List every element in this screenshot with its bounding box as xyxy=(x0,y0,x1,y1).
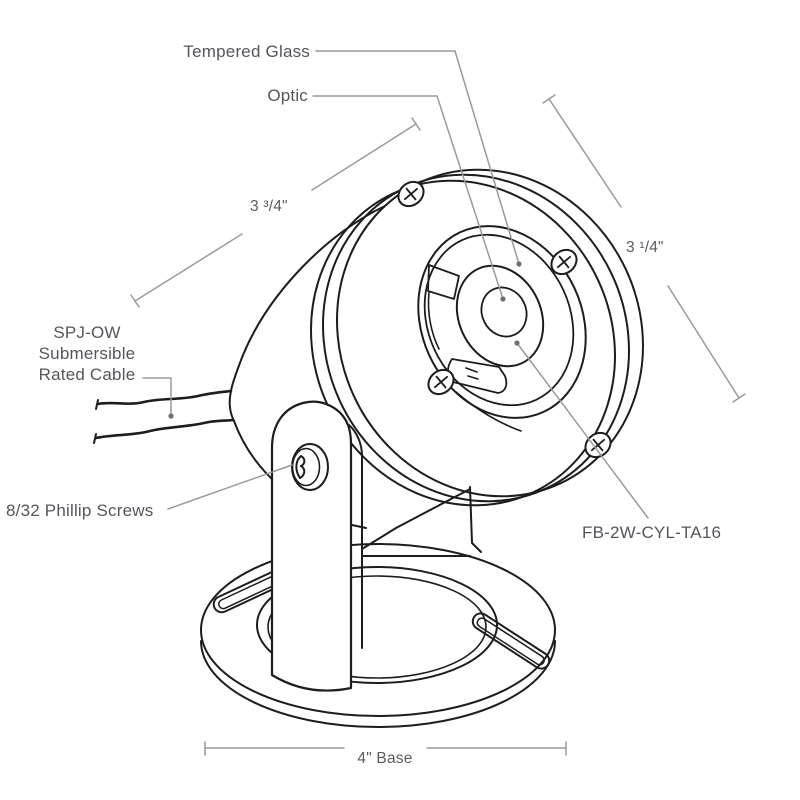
dimension-base-width: 4" Base xyxy=(357,750,413,767)
base-flange xyxy=(200,543,556,728)
phillips-screw-icon xyxy=(550,248,578,276)
label-cable-line2: Submersible xyxy=(38,344,136,363)
clip-marking xyxy=(465,367,479,380)
lamp-clip-upper xyxy=(427,264,460,300)
face-screws xyxy=(397,180,612,459)
glass-opening xyxy=(417,225,587,419)
phillips-slot xyxy=(295,455,306,479)
dimension-lines xyxy=(130,94,746,756)
bracket-thickness-edge xyxy=(348,424,363,649)
tempered-glass-leader xyxy=(315,50,520,265)
phillips-screw-icon xyxy=(427,368,455,396)
optic-lens xyxy=(480,286,528,338)
base-inner-ring-edge xyxy=(267,575,487,679)
dim-ticks-base xyxy=(204,741,567,756)
cable-cut-ends xyxy=(93,399,99,444)
optic-housing xyxy=(455,264,545,368)
label-model-number: FB-2W-CYL-TA16 xyxy=(582,523,722,542)
label-phillip-screws: 8/32 Phillip Screws xyxy=(6,501,154,520)
rear-arm-edge xyxy=(469,486,482,553)
power-cables xyxy=(93,389,235,444)
cone-top-edge xyxy=(395,488,471,529)
leader-lines xyxy=(142,50,649,519)
lamp-clip-lower xyxy=(447,358,508,394)
glass-ring xyxy=(423,233,575,407)
label-cable-line3: Rated Cable xyxy=(38,365,136,384)
yoke-knob-screw xyxy=(291,443,329,491)
dimension-face-diameter: 3 ³/4" xyxy=(250,198,288,215)
label-cable-block: SPJ-OW Submersible Rated Cable xyxy=(18,322,156,385)
body-back-edge xyxy=(228,390,235,422)
bracket-strap xyxy=(270,400,353,692)
rear-yoke-arm xyxy=(361,486,482,557)
base-slot-right xyxy=(471,612,551,670)
cable-leader xyxy=(142,377,172,417)
cable-upper xyxy=(96,389,233,406)
dim-ticks-depth xyxy=(542,94,746,403)
label-cable-line1: SPJ-OW xyxy=(53,323,121,342)
label-optic: Optic xyxy=(267,86,308,105)
dim-ticks-face xyxy=(130,117,421,308)
cone-left-edge xyxy=(361,527,397,550)
screws-leader xyxy=(167,464,293,510)
optic-leader xyxy=(312,95,504,300)
dim-line-face xyxy=(134,123,417,302)
glass-step-edge xyxy=(455,391,522,432)
dim-line-depth xyxy=(548,98,740,399)
leader-dots xyxy=(168,261,522,419)
phillips-screw-icon xyxy=(397,180,425,208)
label-tempered-glass: Tempered Glass xyxy=(183,42,310,61)
base-rim-thickness xyxy=(200,640,556,728)
model-leader xyxy=(516,342,649,519)
dimension-body-depth: 3 ¹/4" xyxy=(626,239,664,256)
cable-lower xyxy=(94,418,235,440)
mounting-bracket xyxy=(270,400,363,692)
base-inner-ring xyxy=(256,566,498,684)
phillips-screw-icon xyxy=(584,431,612,459)
opening-inner-wall xyxy=(427,291,440,350)
